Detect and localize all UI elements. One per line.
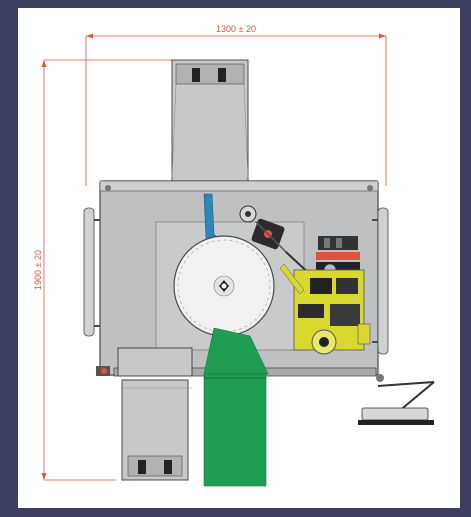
bottom-cabinet [117, 347, 193, 481]
turret-wheel [173, 235, 275, 337]
top-hopper [171, 59, 249, 197]
green-conveyor [203, 327, 269, 487]
output-arm [358, 374, 435, 425]
width-dimension-label: 1300 ± 20 [216, 24, 256, 34]
machine-drawing: 1300 ± 20 1900 ± 20 [33, 24, 435, 487]
height-dimension-label: 1900 ± 20 [33, 250, 43, 290]
yellow-labeling-unit [279, 236, 371, 355]
height-dimension [41, 59, 173, 481]
drawing-canvas: 1300 ± 20 1900 ± 20 [18, 8, 460, 508]
width-dimension [85, 33, 387, 186]
